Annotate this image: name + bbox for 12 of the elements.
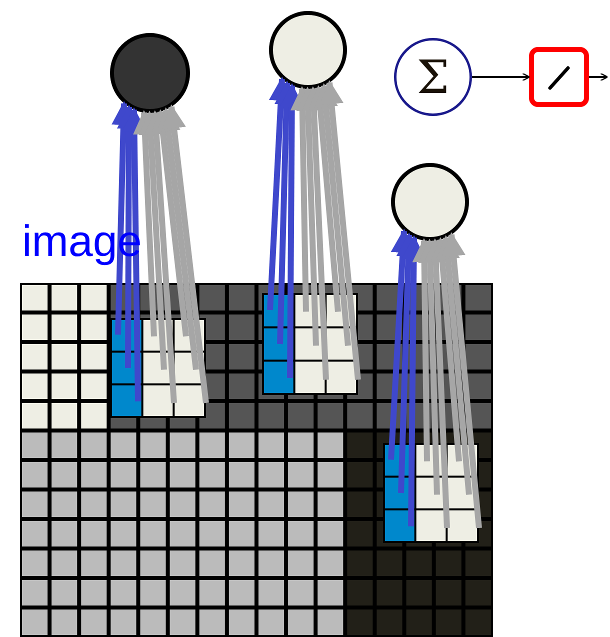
arrow xyxy=(418,238,442,495)
neuron-circle xyxy=(391,163,469,241)
arrow xyxy=(472,72,530,82)
sum-circle xyxy=(394,38,472,116)
neuron-circle xyxy=(269,11,347,89)
arrow xyxy=(296,86,320,346)
activation-box xyxy=(529,47,589,107)
sum-symbol: Σ xyxy=(416,49,450,106)
neuron-circle xyxy=(110,33,190,113)
arrow xyxy=(589,72,608,82)
arrow xyxy=(132,110,157,336)
arrow xyxy=(138,110,167,370)
